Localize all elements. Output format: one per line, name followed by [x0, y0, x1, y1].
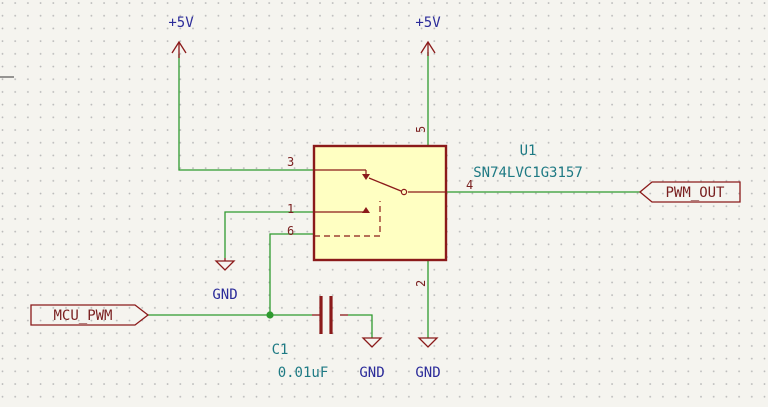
gnd-label-left: GND: [212, 287, 237, 303]
u1-component[interactable]: 3 1 6 4 5 2: [287, 126, 473, 287]
c1-reference: C1: [272, 342, 289, 358]
wire-pin6-to-junction[interactable]: [269, 233, 314, 315]
power-symbol-right[interactable]: [420, 40, 436, 56]
power-label-left: +5V: [168, 15, 194, 31]
gnd-label-ic: GND: [415, 365, 440, 381]
gnd-symbol-ic[interactable]: [417, 337, 439, 348]
u1-pin6-number: 6: [287, 224, 294, 238]
switch-arm: [368, 177, 402, 192]
wires: [148, 52, 640, 338]
switch-contact-bottom: [362, 207, 370, 213]
u1-pin2-number: 2: [414, 280, 428, 287]
gnd-symbol-left[interactable]: [214, 258, 236, 271]
power-symbol-left[interactable]: [171, 40, 187, 58]
gnd-symbol-cap[interactable]: [361, 337, 383, 348]
u1-pin4-number: 4: [466, 178, 473, 192]
u1-reference: U1: [520, 143, 537, 159]
net-label-pwm-out-text: PWM_OUT: [665, 185, 725, 201]
wire-junction: [266, 311, 274, 319]
c1-component[interactable]: [312, 296, 348, 334]
switch-control-dashed: [314, 201, 381, 237]
u1-pin1-number: 1: [287, 202, 294, 216]
net-label-mcu-pwm-text: MCU_PWM: [53, 308, 112, 324]
u1-pin3-number: 3: [287, 155, 294, 169]
switch-contact-top: [362, 174, 370, 180]
wire-pin1-to-gnd[interactable]: [224, 211, 314, 258]
power-label-right: +5V: [415, 15, 441, 31]
net-label-pwm-out[interactable]: PWM_OUT: [638, 181, 741, 203]
wire-cap-to-gnd[interactable]: [348, 314, 373, 338]
net-label-mcu-pwm[interactable]: MCU_PWM: [30, 304, 150, 326]
switch-pivot: [400, 188, 408, 196]
u1-value: SN74LVC1G3157: [473, 165, 583, 181]
u1-pin5-number: 5: [414, 126, 428, 133]
gnd-label-cap: GND: [359, 365, 384, 381]
c1-value: 0.01uF: [278, 365, 329, 381]
wire-supply-to-pin3[interactable]: [178, 54, 314, 171]
u1-body[interactable]: [312, 144, 448, 262]
